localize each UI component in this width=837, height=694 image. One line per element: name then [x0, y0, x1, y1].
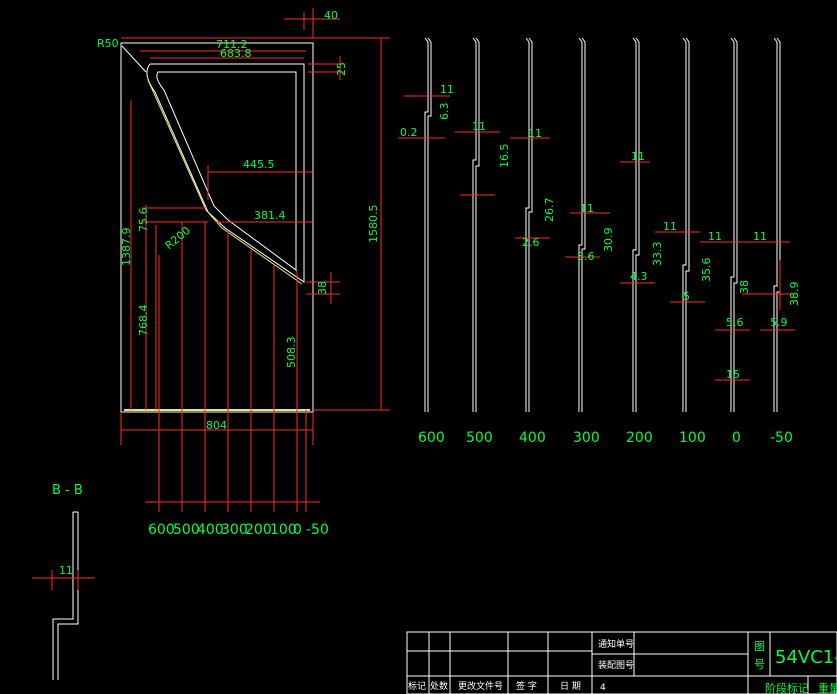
profile-label: 200: [626, 430, 653, 446]
profile-dim: 5: [683, 290, 690, 303]
profile-label: 500: [466, 430, 493, 446]
notice-no-label: 通知单号: [598, 638, 634, 650]
dim-1387: 1387.9: [120, 228, 133, 267]
station-label: 200: [245, 522, 272, 538]
dim-768: 768.4: [137, 305, 150, 337]
profile-dim: 5.9: [770, 316, 788, 329]
profile-dim: 11: [580, 202, 594, 215]
stage-mark-label: 阶段标记: [765, 681, 809, 694]
section-width: 11: [59, 564, 73, 577]
dim-683: 683.8: [220, 47, 252, 60]
date-label: 日 期: [560, 681, 581, 692]
profile-dimension-lines: [398, 95, 795, 381]
profile-dim: 26.7: [543, 198, 556, 223]
profile-dim: 11: [631, 150, 645, 163]
figure-label-1: 图: [754, 640, 765, 653]
profile-label: 400: [519, 430, 546, 446]
profile-station-labels: 600 500 400 300 200 100 0 -50: [418, 430, 793, 446]
profile-label: 600: [418, 430, 445, 446]
profile-dim: 35.6: [700, 258, 713, 283]
profile-dim: 6.3: [438, 103, 451, 121]
dim-25: 25: [335, 62, 348, 76]
dim-r200: R200: [163, 224, 193, 252]
panel-dimension-labels: 40 711.2 683.8 R50 25 445.5 381.4 1387.9…: [97, 9, 380, 432]
dim-804: 804: [206, 419, 227, 432]
profile-dim: 11: [528, 127, 542, 140]
dim-40: 40: [324, 9, 338, 22]
station-label: 100: [270, 522, 297, 538]
profile-dim: 38: [738, 280, 751, 294]
profile-dim: 11: [663, 220, 677, 233]
dim-445: 445.5: [243, 158, 275, 171]
station-label: 0: [293, 522, 302, 538]
dim-r50: R50: [97, 37, 119, 50]
profile-dim: 11: [708, 230, 722, 243]
dim-756: 75.6: [137, 208, 150, 233]
dim-1580: 1580.5: [367, 205, 380, 244]
profile-label: 300: [573, 430, 600, 446]
dim-381: 381.4: [254, 209, 286, 222]
station-label: 600: [148, 522, 175, 538]
profile-dim: 30.9: [602, 228, 615, 253]
profile-dim: 2.6: [522, 236, 540, 249]
figure-label-2: 号: [754, 658, 765, 671]
section-title: B - B: [52, 483, 83, 498]
profile-dim: 11: [440, 83, 454, 96]
count-label: 处数: [430, 680, 448, 692]
profile-sections: [424, 37, 781, 412]
profile-dim: 33.3: [651, 242, 664, 267]
drawing-code: 54VC1-0: [775, 647, 837, 668]
profile-label: 0: [732, 430, 741, 446]
signature-label: 签 字: [516, 680, 537, 692]
section-b-b: B - B 11: [32, 483, 95, 680]
profile-label: 100: [679, 430, 706, 446]
profile-dimension-labels: 11 6.3 0.2 11 16.5 11 26.7 2.6 11 30.9 3…: [400, 83, 801, 381]
dim-38: 38: [316, 281, 329, 295]
profile-label: -50: [770, 430, 793, 446]
station-label: -50: [306, 522, 329, 538]
red-dimension-lines: [120, 8, 390, 512]
profile-dim: 5.6: [726, 316, 744, 329]
change-doc-label: 更改文件号: [458, 680, 503, 692]
drawing-no-label: 装配图号: [598, 659, 634, 671]
station-label: 500: [173, 522, 200, 538]
station-label: 300: [221, 522, 248, 538]
profile-dim: 4.3: [630, 270, 648, 283]
profile-dim: 11: [472, 120, 486, 133]
profile-dim: 38.9: [788, 282, 801, 307]
title-block: [406, 631, 837, 694]
profile-dim: 15: [726, 368, 740, 381]
profile-dim: 0.2: [400, 126, 418, 139]
mark-label: 标记: [408, 680, 426, 692]
title-block-text: 通知单号 装配图号 标记 处数 更改文件号 签 字 日 期 4 图 号 54VC…: [408, 638, 837, 694]
profile-dim: 16.5: [498, 144, 511, 169]
station-labels: 600 500 400 300 200 100 0 -50: [148, 522, 329, 538]
station-label: 400: [197, 522, 224, 538]
profile-dim: 3.6: [577, 250, 595, 263]
profile-dim: 11: [753, 230, 767, 243]
weight-label: 重量: [818, 681, 837, 694]
page-mark: 4: [600, 683, 606, 693]
dim-711: 711.2: [216, 38, 248, 51]
dim-508: 508.3: [285, 337, 298, 369]
